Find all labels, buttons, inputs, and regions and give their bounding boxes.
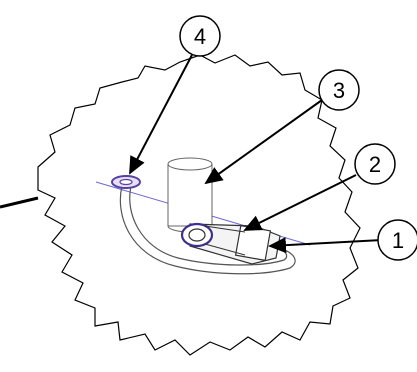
callout-2: 2 (354, 143, 396, 185)
callout-2-leader (243, 174, 357, 231)
external-leader-line (0, 196, 39, 209)
callout-3: 3 (318, 69, 360, 111)
callout-3-leader (204, 99, 323, 185)
callout-1-number: 1 (392, 228, 404, 253)
callout-1: 1 (377, 219, 417, 261)
callout-4: 4 (179, 15, 221, 57)
callout-4-number: 4 (194, 24, 206, 49)
callout-4-leader (129, 54, 193, 175)
cylinder (167, 157, 213, 233)
washer (111, 175, 141, 189)
hose (119, 185, 296, 275)
callout-2-number: 2 (369, 152, 381, 177)
callout-3-number: 3 (333, 78, 345, 103)
callout-1-leader (268, 237, 383, 254)
